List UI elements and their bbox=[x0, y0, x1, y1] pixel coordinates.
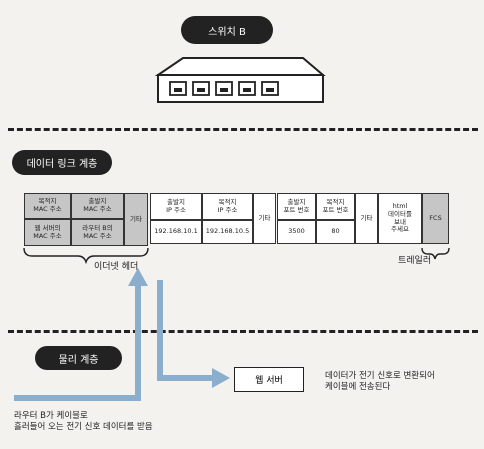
frame-eth-etc: 기타 bbox=[124, 193, 148, 246]
note-left: 라우터 B가 케이블로 흘러들어 오는 전기 신호 데이터를 받음 bbox=[14, 411, 153, 433]
frame-port-etc: 기타 bbox=[355, 193, 378, 244]
switch-label: 스위치 B bbox=[181, 16, 273, 44]
frame-html-data: html 데이터를 보내 주세요 bbox=[378, 193, 422, 244]
frame-dst-port-header: 목적지 포트 번호 bbox=[316, 193, 355, 220]
frame-src-port-value: 3500 bbox=[277, 220, 316, 244]
datalink-layer-label: 데이터 링크 계층 bbox=[12, 150, 112, 175]
frame-ip-etc: 기타 bbox=[253, 193, 276, 244]
frame-src-mac-value: 라우터 B의 MAC 주소 bbox=[71, 219, 124, 246]
frame-src-port-header: 출발지 포트 번호 bbox=[277, 193, 316, 220]
web-server-box: 웹 서버 bbox=[234, 367, 304, 392]
frame-dst-ip-value: 192.168.10.5 bbox=[202, 220, 253, 244]
frame-dst-ip-header: 목적지 IP 주소 bbox=[202, 193, 253, 220]
frame-dst-mac-header: 목적지 MAC 주소 bbox=[24, 193, 71, 219]
physical-layer-label: 물리 계층 bbox=[35, 346, 122, 370]
separator-bottom bbox=[8, 330, 478, 333]
note-right: 데이터가 전기 신호로 변환되어 케이블에 전송된다 bbox=[325, 371, 435, 393]
frame-src-ip-value: 192.168.10.1 bbox=[150, 220, 202, 244]
frame-fcs: FCS bbox=[422, 193, 449, 244]
frame-src-ip-header: 출발지 IP 주소 bbox=[150, 193, 202, 220]
separator-top bbox=[8, 128, 478, 131]
ethernet-header-label: 이더넷 헤더 bbox=[94, 262, 139, 272]
trailer-label: 트레일러 bbox=[398, 256, 432, 266]
frame-dst-port-value: 80 bbox=[316, 220, 355, 244]
frame-dst-mac-value: 웹 서버의 MAC 주소 bbox=[24, 219, 71, 246]
frame-src-mac-header: 출발지 MAC 주소 bbox=[71, 193, 124, 219]
